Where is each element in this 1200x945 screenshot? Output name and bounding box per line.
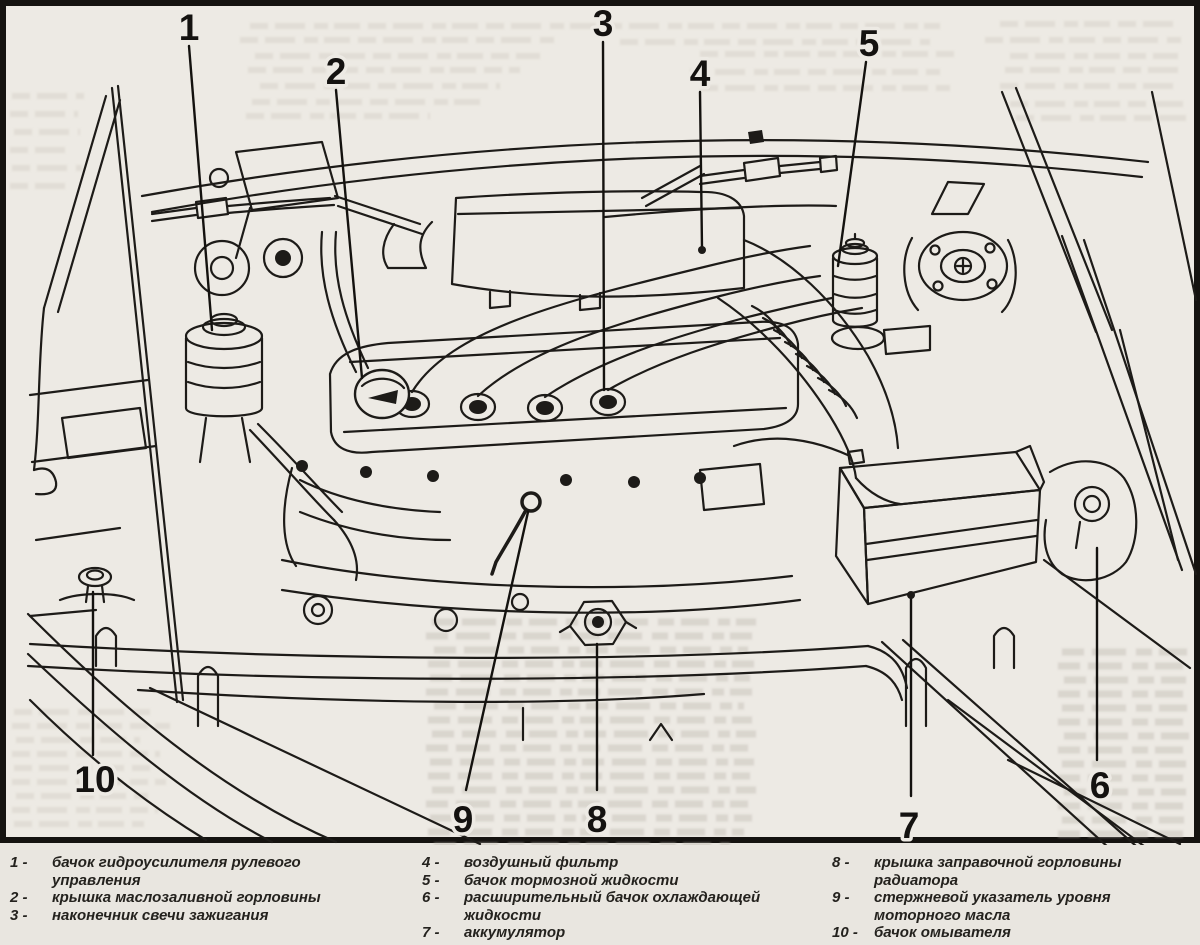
legend-item-text: расширительный бачок охлаждающей жидкост… (464, 889, 761, 924)
legend: 1 - бачок гидроусилителя рулевого управл… (0, 845, 1200, 945)
radiator-filler-cap (558, 599, 638, 647)
legend-item-number: 10 - (832, 924, 858, 941)
legend-item-8: 8 - крышка заправочной горловины радиато… (832, 854, 1194, 889)
strut-tower (903, 230, 1017, 314)
washer-fluid-reservoir (58, 566, 136, 604)
legend-item-number: 6 - (422, 889, 440, 906)
legend-column-2: 4 - воздушный фильтр 5 - бачок тормозной… (422, 854, 832, 945)
legend-item-number: 3 - (10, 906, 28, 924)
brake-fluid-reservoir (830, 232, 932, 356)
engine-bay-drawing: 1 2 3 4 5 6 7 8 9 10 (0, 0, 1200, 845)
legend-item-2: 2 - крышка маслозаливной горловины (10, 889, 422, 907)
legend-item-number: 2 - (10, 889, 28, 906)
legend-item-number: 9 - (832, 889, 850, 906)
legend-item-1: 1 - бачок гидроусилителя рулевого управл… (10, 854, 422, 889)
engine-bolts (296, 460, 706, 488)
oil-filler-cap (353, 368, 411, 420)
coolant-expansion-tank (1043, 460, 1138, 582)
callout-numbers: 1 2 3 4 5 6 7 8 9 10 (71, 0, 1114, 845)
legend-column-3: 8 - крышка заправочной горловины радиато… (832, 854, 1194, 945)
legend-item-5: 5 - бачок тормозной жидкости (422, 872, 832, 890)
legend-item-4: 4 - воздушный фильтр (422, 854, 832, 872)
legend-item-number: 5 - (422, 871, 440, 889)
engine-block-and-valve-cover (280, 230, 864, 633)
legend-item-text: бачок тормозной жидкости (464, 871, 679, 889)
legend-item-number: 1 - (10, 854, 28, 871)
leader-line-3 (601, 40, 606, 392)
fuel-and-vacuum-hoses (150, 130, 839, 223)
legend-item-text: воздушный фильтр (464, 854, 619, 871)
legend-item-number: 8 - (832, 854, 850, 871)
battery (732, 437, 1046, 606)
air-filter-housing (382, 190, 902, 506)
callout-label-3: 3 (593, 3, 614, 44)
car-body-panels (26, 84, 1198, 845)
engine-bay-figure: 1 2 3 4 5 6 7 8 9 10 (0, 0, 1200, 845)
legend-item-number: 7 - (422, 924, 440, 941)
callout-label-1: 1 (179, 7, 200, 48)
callout-label-9: 9 (453, 799, 474, 840)
legend-item-text: бачок гидроусилителя рулевого управления (52, 854, 301, 889)
leader-line-4 (698, 90, 704, 250)
leader-line-5 (836, 60, 868, 268)
callout-label-10: 10 (74, 759, 115, 800)
callout-leader-lines (91, 40, 1099, 798)
leader-dot-4 (698, 246, 706, 254)
callout-label-8: 8 (587, 799, 608, 840)
legend-item-6: 6 - расширительный бачок охлаждающей жид… (422, 889, 832, 924)
leader-line-9 (464, 510, 530, 792)
legend-item-10: 10 - бачок омывателя (832, 924, 1194, 942)
oil-dipstick (490, 491, 542, 576)
callout-label-4: 4 (690, 53, 711, 94)
legend-item-text: аккумулятор (464, 924, 566, 941)
leader-dot-7 (907, 591, 915, 599)
power-steering-reservoir (184, 239, 359, 582)
callout-label-7: 7 (899, 805, 920, 845)
callout-label-2: 2 (326, 51, 347, 92)
legend-item-text: крышка маслозаливной горловины (52, 889, 321, 906)
legend-column-1: 1 - бачок гидроусилителя рулевого управл… (10, 854, 422, 945)
callout-label-5: 5 (859, 23, 880, 64)
legend-item-9: 9 - стержневой указатель уровня моторног… (832, 889, 1194, 924)
legend-item-text: крышка заправочной горловины радиатора (874, 854, 1122, 889)
legend-item-text: бачок омывателя (874, 924, 1011, 941)
legend-item-7: 7 - аккумулятор (422, 924, 832, 942)
callout-label-6: 6 (1090, 765, 1111, 806)
legend-item-text: стержневой указатель уровня моторного ма… (874, 889, 1111, 924)
legend-item-3: 3 - наконечник свечи зажигания (10, 907, 422, 925)
figure-border-frame (0, 0, 1200, 843)
legend-item-number: 4 - (422, 854, 440, 871)
wiper-linkage (208, 140, 424, 279)
leader-line-1 (187, 44, 214, 332)
legend-item-text: наконечник свечи зажигания (52, 906, 269, 924)
intake-bellows (750, 304, 859, 420)
leader-line-2 (334, 88, 364, 380)
